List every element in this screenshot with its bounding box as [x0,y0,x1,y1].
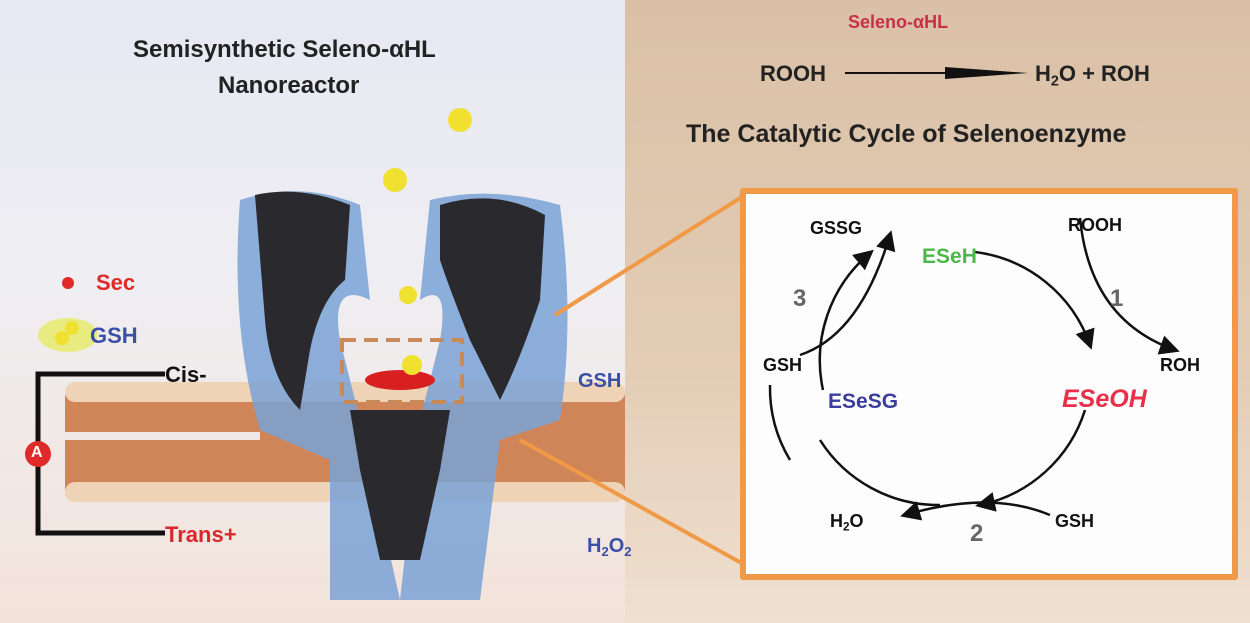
eseh-label: ESeH [922,245,977,268]
step2-output: H2O [830,511,864,534]
step2-input: GSH [1055,511,1095,531]
step-2: 2 [970,520,984,547]
step3-output: GSSG [810,218,863,238]
sec-legend-label: Sec [96,270,136,295]
h2o2-label: H2O2 [587,535,632,559]
reactant-label: ROOH [760,61,826,86]
step1-input: ROOH [1068,215,1122,235]
product-label: H2O + ROH [1035,61,1150,90]
sec-dot-icon [62,277,74,289]
ammeter-icon [25,441,51,467]
gsh-legend-label: GSH [90,323,138,348]
nanoreactor-title-line2: Nanoreactor [218,72,360,99]
esesg-label: ESeSG [828,390,899,413]
catalyst-label: Seleno-αHL [848,12,949,32]
step3-input: GSH [763,355,803,375]
eseoh-label: ESeOH [1062,385,1147,413]
gsh-label: GSH [578,370,622,392]
ammeter-symbol: A [31,444,43,461]
cycle-title: The Catalytic Cycle of Selenoenzyme [686,120,1127,148]
step1-output: ROH [1160,355,1200,375]
step-3: 3 [793,285,807,312]
nanoreactor-title-line1: Semisynthetic Seleno-αHL [133,36,436,63]
cis-label: Cis- [165,362,207,387]
step-1: 1 [1110,285,1124,312]
alpha-hemolysin-pore [237,108,568,601]
trans-label: Trans+ [165,522,237,547]
